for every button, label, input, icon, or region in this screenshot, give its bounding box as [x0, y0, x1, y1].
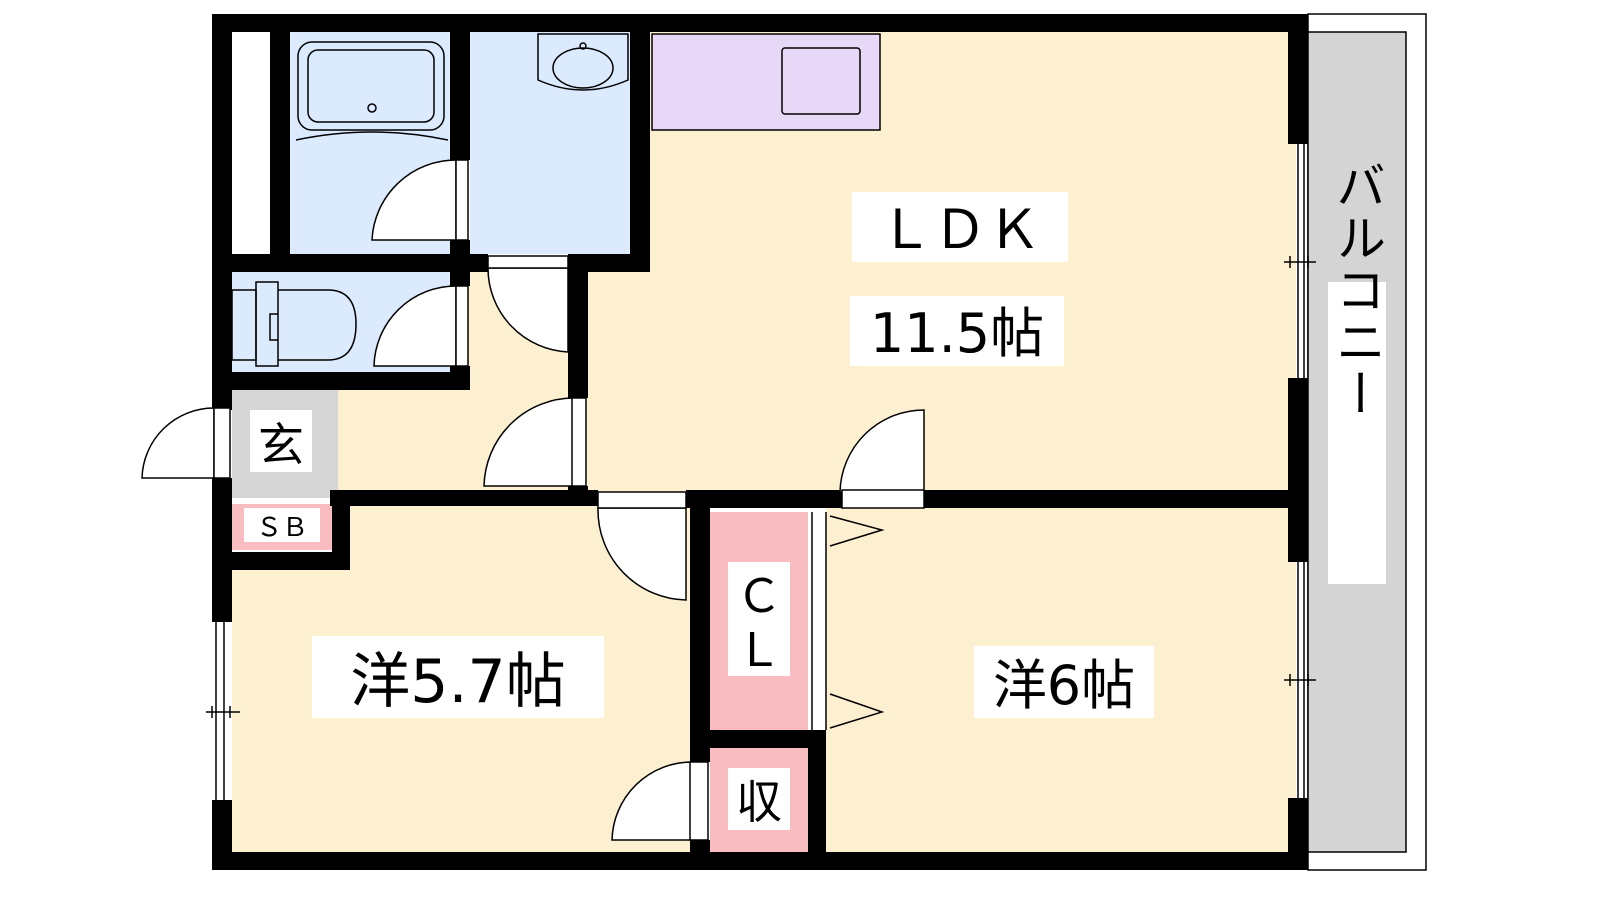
kitchen-sink — [781, 47, 861, 115]
storage-label-bg — [728, 768, 790, 830]
storage-door — [611, 761, 693, 841]
western-room-2-door — [839, 409, 925, 493]
ldk-size-label-bg — [850, 296, 1064, 366]
toilet-door — [373, 285, 457, 367]
doors — [141, 159, 925, 841]
closet-label-bg — [728, 562, 790, 676]
labels: ＬＤＫ 11.5帖 洋5.7帖 洋6帖 玄 ＳＢ Ｃ Ｌ 収 バルコニー — [244, 160, 1386, 830]
balcony-label: バルコニー — [1328, 160, 1386, 420]
western-room-1-label-bg — [312, 636, 604, 718]
storage-label: 収 — [736, 775, 782, 829]
entrance-door — [141, 407, 215, 479]
washroom-floor — [470, 32, 630, 254]
walls — [212, 14, 1308, 870]
ldk-door — [483, 397, 575, 487]
shoe-box-label: ＳＢ — [256, 513, 308, 543]
western-room-1-door — [597, 507, 687, 601]
washbasin-icon — [537, 33, 629, 91]
western-room-2-label: 洋6帖 — [993, 654, 1135, 717]
bathtub-icon — [297, 41, 445, 131]
shoe-box-label-bg — [244, 508, 320, 542]
western-room-1-label: 洋5.7帖 — [350, 647, 565, 717]
room-fills — [232, 13, 1427, 871]
washroom-door — [487, 267, 569, 353]
ldk-floor — [588, 32, 1296, 494]
balcony-label-bg — [1328, 282, 1386, 584]
entrance-label-bg — [250, 410, 312, 472]
entrance-label: 玄 — [258, 418, 304, 472]
closet-label-l: Ｌ — [736, 623, 782, 677]
ldk-size-label: 11.5帖 — [870, 302, 1044, 365]
western-room-2-label-bg — [974, 646, 1154, 718]
closet-label-c: Ｃ — [736, 569, 782, 623]
ldk-name-label: ＬＤＫ — [879, 198, 1041, 261]
ldk-label-bg — [852, 192, 1068, 262]
bath-door — [371, 159, 457, 241]
